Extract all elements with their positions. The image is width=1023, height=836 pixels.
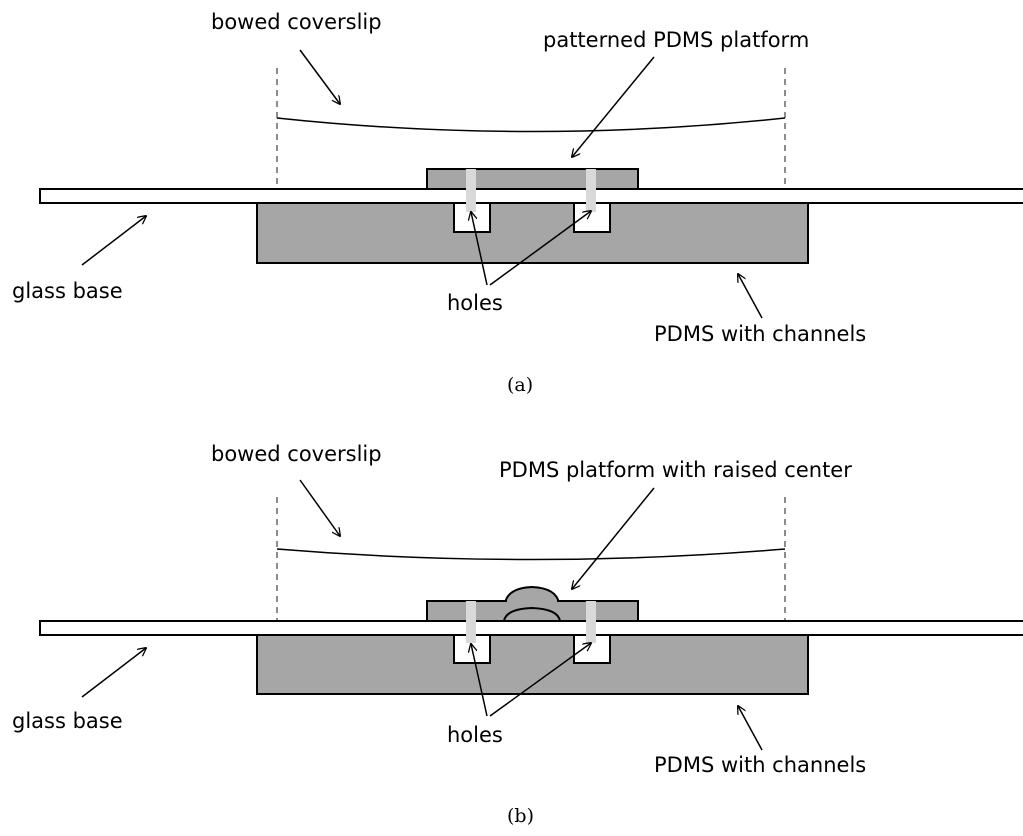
arrow-pdms-channels [738, 274, 763, 319]
panel-a: bowed coverslip patterned PDMS platform … [12, 10, 1023, 396]
arrow-platform [572, 487, 655, 589]
label-pdms-channels: PDMS with channels [654, 753, 866, 777]
hole-tube-right [586, 169, 596, 212]
label-pdms-channels: PDMS with channels [654, 322, 866, 346]
pdms-platform [426, 600, 639, 622]
arrow-hole-left [471, 212, 488, 286]
hole-tube-right [586, 601, 596, 643]
raised-center-dome [503, 585, 561, 604]
arrow-bowed-coverslip [299, 479, 340, 536]
pdms-channels-block [256, 634, 809, 695]
hole-tube-left [466, 601, 476, 643]
label-glass-base: glass base [12, 709, 123, 733]
panel-b: bowed coverslip PDMS platform with raise… [12, 442, 1023, 827]
arrow-hole-right [489, 211, 591, 286]
hole-tube-left [466, 169, 476, 212]
arrow-glass-base [81, 648, 146, 698]
label-bowed-coverslip: bowed coverslip [211, 10, 382, 34]
arrow-hole-left [471, 644, 488, 717]
label-glass-base: glass base [12, 279, 123, 303]
dome-join [507, 600, 557, 603]
glass-base [39, 188, 1023, 204]
label-holes: holes [447, 723, 503, 747]
arrow-bowed-coverslip [299, 49, 340, 104]
glass-base [39, 620, 1023, 636]
pdms-platform [426, 168, 639, 190]
label-bowed-coverslip: bowed coverslip [211, 442, 382, 466]
arrow-pdms-channels [738, 706, 763, 751]
caption-b: (b) [507, 805, 534, 827]
label-platform: PDMS platform with raised center [499, 458, 852, 482]
arrow-platform [572, 56, 655, 157]
raised-center-lens [503, 606, 561, 622]
bowed-coverslip-curve [276, 117, 786, 133]
label-platform: patterned PDMS platform [543, 28, 809, 52]
caption-a: (a) [507, 374, 533, 396]
arrow-glass-base [81, 216, 146, 266]
bowed-coverslip-curve [276, 548, 786, 561]
label-holes: holes [447, 291, 503, 315]
arrow-hole-right [489, 643, 591, 717]
